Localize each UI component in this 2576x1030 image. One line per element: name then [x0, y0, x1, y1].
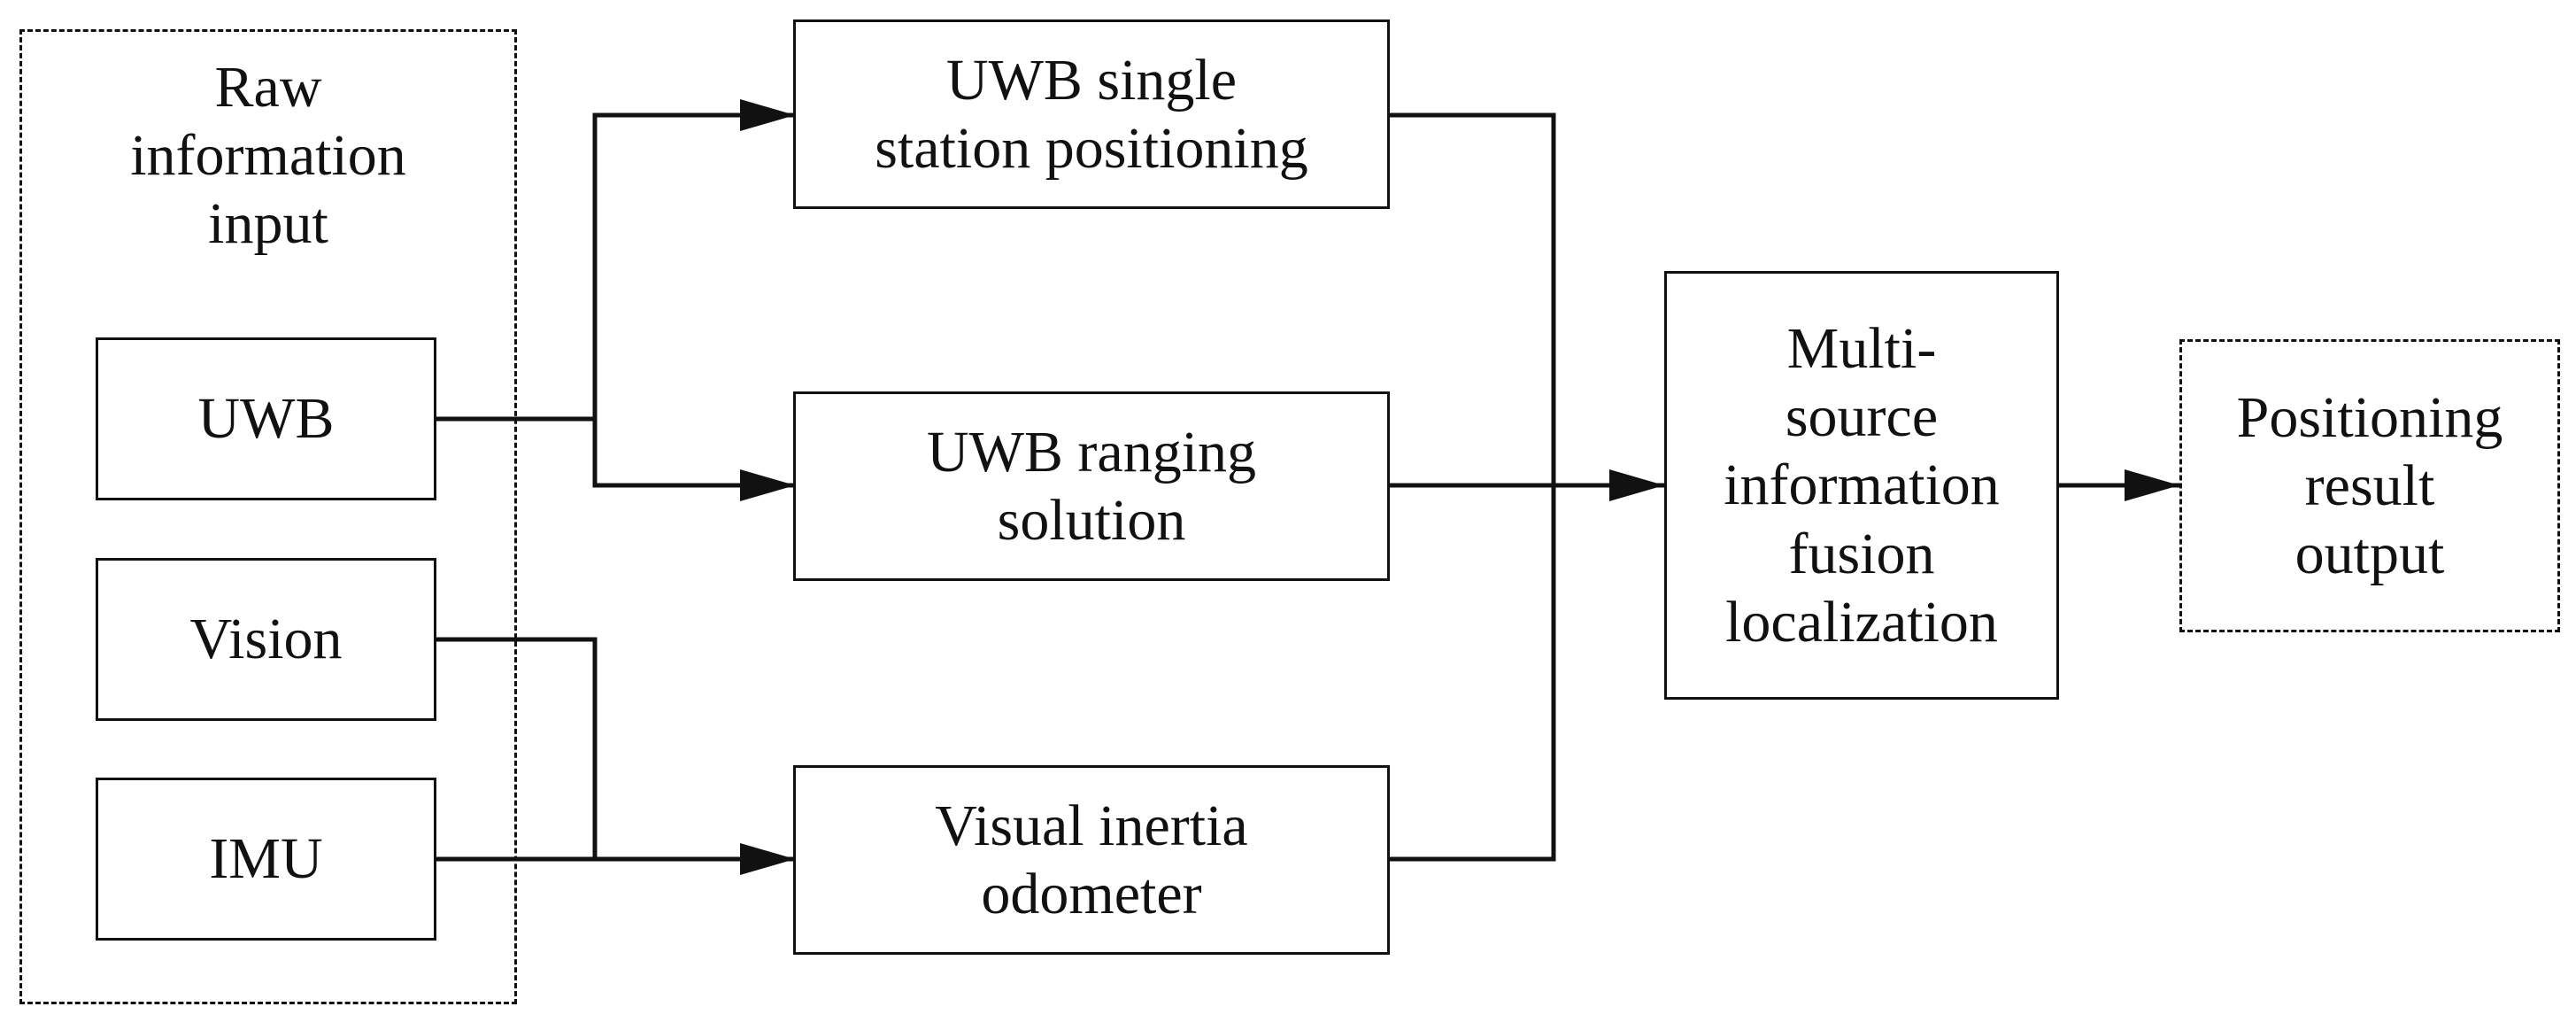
uwb-source-box: UWB	[96, 337, 436, 500]
uwb-ranging-line-2: solution	[997, 488, 1186, 553]
imu-source-box: IMU	[96, 778, 436, 941]
raw-input-label-line-2: information	[130, 123, 406, 189]
uwb-single-station-line-1: UWB single	[945, 47, 1238, 112]
output-box: Positioning result output	[2179, 339, 2560, 632]
fusion-line-1: Multi-	[1786, 315, 1937, 381]
output-line-3: output	[2294, 522, 2445, 587]
fusion-box: Multi- source information fusion localiz…	[1664, 271, 2059, 700]
visual-inertia-line-1: Visual inertia	[935, 793, 1248, 858]
uwb-source-label: UWB	[197, 386, 335, 452]
fusion-line-4: fusion	[1788, 521, 1935, 586]
vision-source-box: Vision	[96, 558, 436, 721]
uwb-single-station-line-2: station positioning	[875, 116, 1308, 181]
visual-inertia-line-2: odometer	[981, 862, 1202, 926]
uwb-ranging-line-1: UWB ranging	[926, 419, 1257, 484]
visual-inertia-box: Visual inertia odometer	[793, 765, 1390, 955]
connector-vision	[434, 637, 598, 859]
raw-input-group: Raw information input	[19, 29, 517, 1004]
output-line-1: Positioning	[2236, 384, 2503, 450]
imu-source-label: IMU	[209, 826, 323, 892]
raw-input-label-line-3: input	[208, 191, 328, 257]
raw-input-label-line-1: Raw	[214, 55, 322, 120]
uwb-ranging-box: UWB ranging solution	[793, 391, 1390, 581]
uwb-single-station-box: UWB single station positioning	[793, 19, 1390, 209]
fusion-line-5: localization	[1725, 589, 1998, 654]
arrow-uwb-to-ranging	[592, 419, 795, 501]
arrow-uwb-to-single-station	[592, 99, 795, 419]
output-line-2: result	[2304, 453, 2435, 518]
fusion-line-2: source	[1785, 384, 1939, 450]
vision-source-label: Vision	[189, 607, 343, 672]
fusion-line-3: information	[1724, 453, 2000, 518]
